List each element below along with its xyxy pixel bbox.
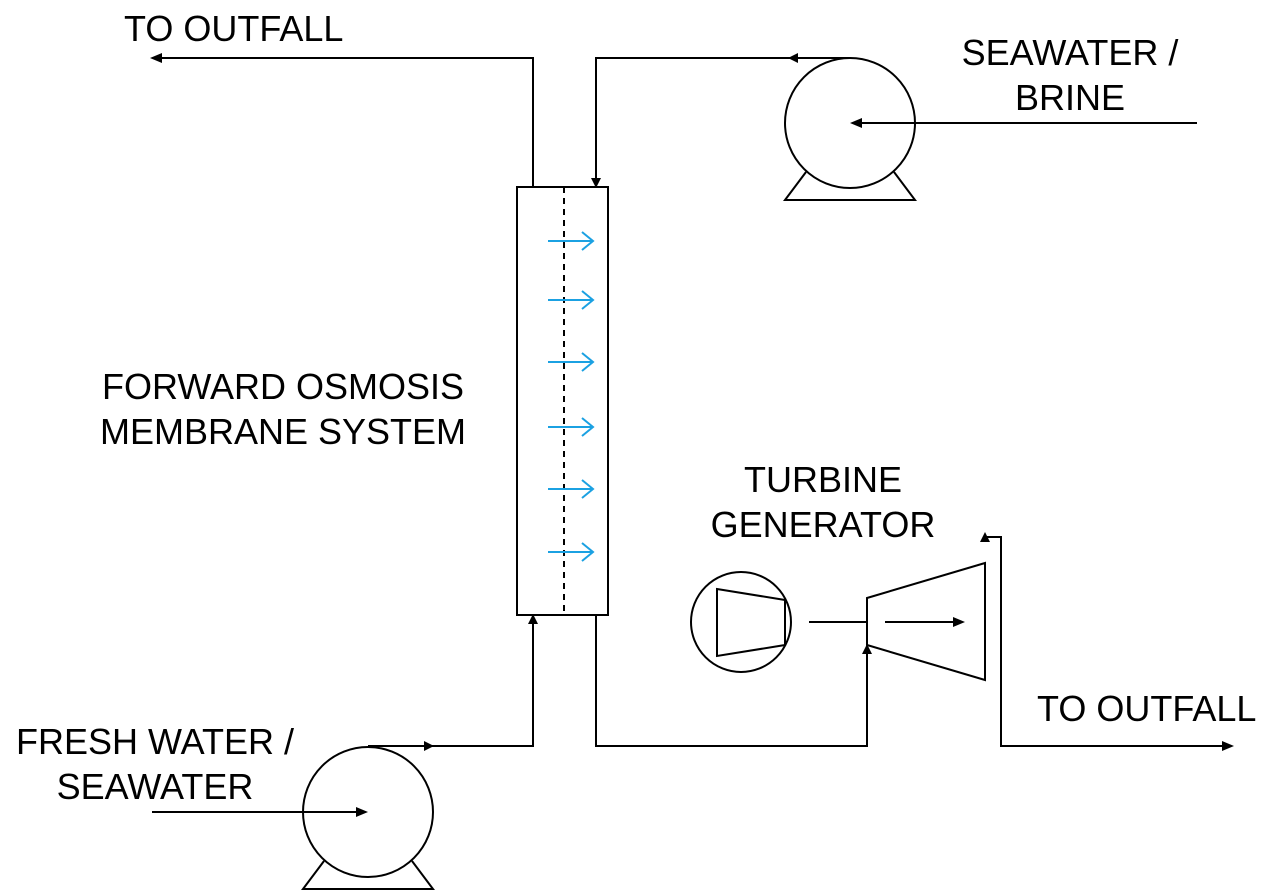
permeate-flow-arrow xyxy=(548,542,595,562)
label-fo-line-1: FORWARD OSMOSIS xyxy=(101,366,465,407)
arrow-brine-into-column xyxy=(591,178,601,188)
label-outfall-top: TO OUTFALL xyxy=(124,8,344,49)
label-outfall-right: TO OUTFALL xyxy=(1037,688,1257,729)
permeate-flow-arrow xyxy=(548,231,595,251)
label-fresh-water-line-1: FRESH WATER / xyxy=(16,721,294,762)
label-forward-osmosis-system: FORWARD OSMOSIS MEMBRANE SYSTEM xyxy=(70,364,496,454)
brine-feed-pipe xyxy=(595,57,850,183)
arrow-fresh-water-inlet xyxy=(356,807,368,817)
arrow-turbine-flow xyxy=(953,617,965,627)
seawater-pump xyxy=(783,57,917,201)
label-fresh-water-seawater: FRESH WATER / SEAWATER xyxy=(0,719,310,809)
fresh-water-pump xyxy=(301,746,435,890)
permeate-flow-arrow xyxy=(548,290,595,310)
arrow-fresh-water-into-column xyxy=(528,614,538,624)
arrow-seawater-inlet xyxy=(850,118,862,128)
arrow-outfall-right xyxy=(1222,741,1234,751)
generator xyxy=(690,571,792,673)
outfall-top-pipe xyxy=(160,57,534,187)
label-turbine-generator: TURBINE GENERATOR xyxy=(690,457,956,547)
arrow-outfall-top xyxy=(150,53,162,63)
label-seawater-brine-line-1: SEAWATER / xyxy=(961,32,1179,73)
label-turbine-generator-line-1: TURBINE xyxy=(743,459,902,500)
arrow-turbine-outlet xyxy=(980,532,990,542)
permeate-flow-arrows xyxy=(548,231,595,562)
permeate-flow-arrow xyxy=(548,417,595,437)
membrane-column xyxy=(516,186,609,616)
label-seawater-brine: SEAWATER / BRINE xyxy=(940,30,1200,120)
permeate-flow-arrow xyxy=(548,352,595,372)
turbine xyxy=(866,561,986,682)
fresh-water-feed-pipe xyxy=(368,619,534,747)
permeate-flow-arrow xyxy=(548,479,595,499)
label-fo-line-2: MEMBRANE SYSTEM xyxy=(99,411,467,452)
arrow-brine-pipe xyxy=(788,53,798,63)
arrow-fresh-water-pipe xyxy=(424,741,434,751)
pressurized-brine-pipe xyxy=(595,615,868,747)
label-turbine-generator-line-2: GENERATOR xyxy=(710,504,936,545)
label-fresh-water-line-2: SEAWATER xyxy=(56,766,254,807)
arrow-into-turbine xyxy=(862,644,872,654)
label-seawater-brine-line-2: BRINE xyxy=(1014,77,1126,118)
